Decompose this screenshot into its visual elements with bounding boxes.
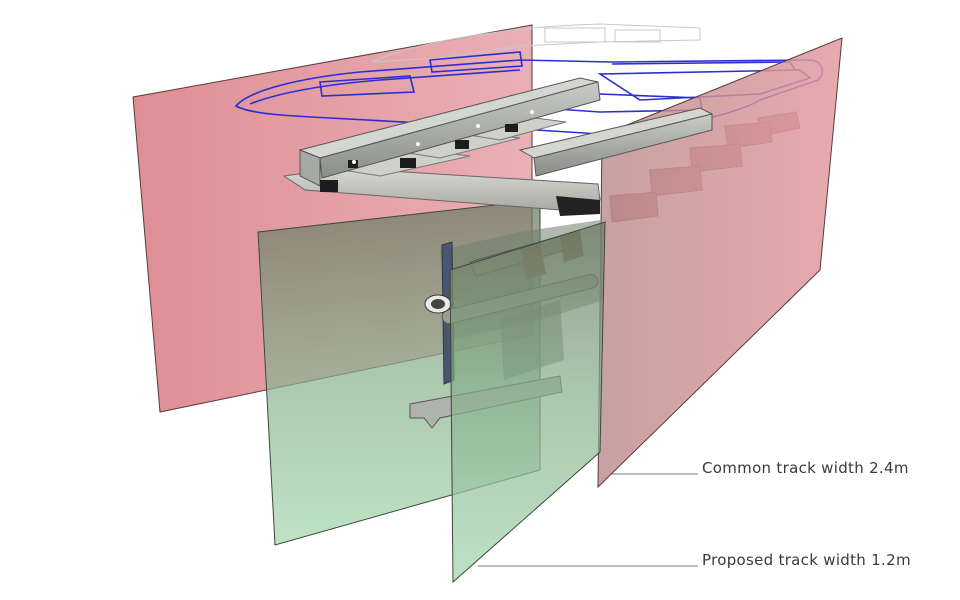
rail-assembly (282, 77, 714, 216)
common-track-width-label: Common track width 2.4m (702, 459, 909, 477)
proposed-track-plane-right (449, 221, 606, 584)
common-track-plane-right (597, 37, 843, 489)
vehicle-outline-far (371, 23, 701, 63)
proposed-track-width-label: Proposed track width 1.2m (702, 551, 911, 569)
